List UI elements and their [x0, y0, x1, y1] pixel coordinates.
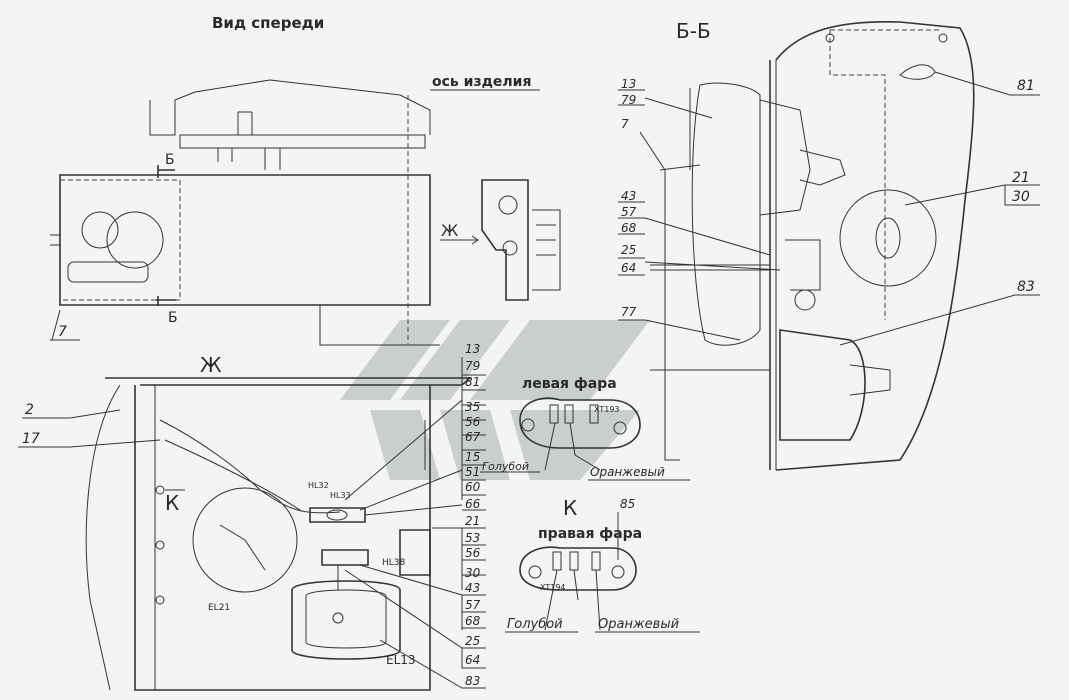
view-k-title: К: [563, 496, 577, 520]
view-zh: Ж HL32 HL33 HL38 EL21 EL13 К 2 17 1: [18, 342, 486, 691]
view-k-mark: К: [165, 491, 179, 515]
bb-callout-30: 30: [1012, 189, 1030, 205]
el21-label: EL21: [208, 603, 230, 613]
arrow-zh-label: Ж: [441, 221, 458, 240]
callout-81: 81: [465, 375, 480, 389]
callout-21: 21: [465, 514, 480, 528]
left-wire-orange: Оранжевый: [590, 465, 665, 479]
bb-callout-43: 43: [621, 189, 636, 203]
el13-label: EL13: [386, 653, 416, 667]
view-zh-title: Ж: [200, 353, 222, 377]
callout-17: 17: [22, 431, 40, 447]
xt-left-label: XT193: [594, 405, 620, 414]
bb-callout-64: 64: [621, 261, 636, 275]
bb-callout-81: 81: [1017, 78, 1035, 94]
right-headlight-label: правая фара: [538, 526, 642, 542]
bracket-detail: Ж: [440, 179, 561, 301]
left-headlight-label: левая фара: [522, 376, 617, 392]
right-headlight-connector: К правая фара XT194 85 Голубой Оранжевый: [505, 496, 700, 633]
callout-85: 85: [620, 497, 635, 511]
callout-51: 51: [465, 465, 480, 479]
right-wire-blue: Голубой: [507, 617, 563, 632]
axis-label: ось изделия: [432, 74, 531, 90]
callout-56b: 56: [465, 546, 481, 560]
bb-callout-68: 68: [621, 221, 637, 235]
callout-60: 60: [465, 480, 481, 494]
callout-25: 25: [465, 634, 480, 648]
bb-callout-83: 83: [1017, 279, 1035, 295]
section-bb-title: Б-Б: [676, 19, 711, 43]
bb-callout-7: 7: [621, 117, 629, 131]
section-bb: Б-Б 13 79 7 43 57 68 25 64 77: [618, 19, 1040, 471]
callout-79: 79: [465, 359, 480, 373]
callout-13: 13: [465, 342, 480, 356]
bb-callout-57: 57: [621, 205, 637, 219]
callout-66: 66: [465, 497, 481, 511]
callout-64: 64: [465, 653, 480, 667]
callout-67: 67: [465, 430, 481, 444]
right-wire-orange: Оранжевый: [598, 617, 679, 632]
xt-right-label: XT194: [540, 583, 566, 592]
callout-30: 30: [465, 566, 481, 580]
front-view-title: Вид спереди: [212, 14, 324, 32]
callout-68: 68: [465, 614, 481, 628]
callout-83: 83: [465, 674, 480, 688]
front-view: Вид спереди ось изделия Б Б 7: [50, 14, 540, 346]
bb-callout-79: 79: [621, 93, 636, 107]
bb-callout-21: 21: [1012, 170, 1030, 186]
bb-callout-13: 13: [621, 77, 636, 91]
bb-callout-25: 25: [621, 243, 636, 257]
section-mark-b-bottom: Б: [168, 310, 178, 326]
callout-2: 2: [25, 402, 34, 418]
left-headlight-connector: левая фара XT193 Голубой Оранжевый: [480, 376, 690, 481]
watermark-logo: [340, 320, 650, 480]
left-wire-blue: Голубой: [482, 460, 529, 473]
callout-15: 15: [465, 450, 480, 464]
front-callout-7: 7: [58, 324, 67, 340]
hl38-label: HL38: [382, 558, 406, 568]
bb-callout-77: 77: [621, 305, 637, 319]
callout-56a: 56: [465, 415, 481, 429]
callout-57: 57: [465, 598, 481, 612]
callout-43: 43: [465, 581, 480, 595]
section-mark-b-top: Б: [165, 152, 175, 168]
hl33-label: HL33: [330, 491, 351, 500]
callout-53: 53: [465, 531, 480, 545]
hl32-label: HL32: [308, 481, 329, 490]
callout-35: 35: [465, 400, 480, 414]
